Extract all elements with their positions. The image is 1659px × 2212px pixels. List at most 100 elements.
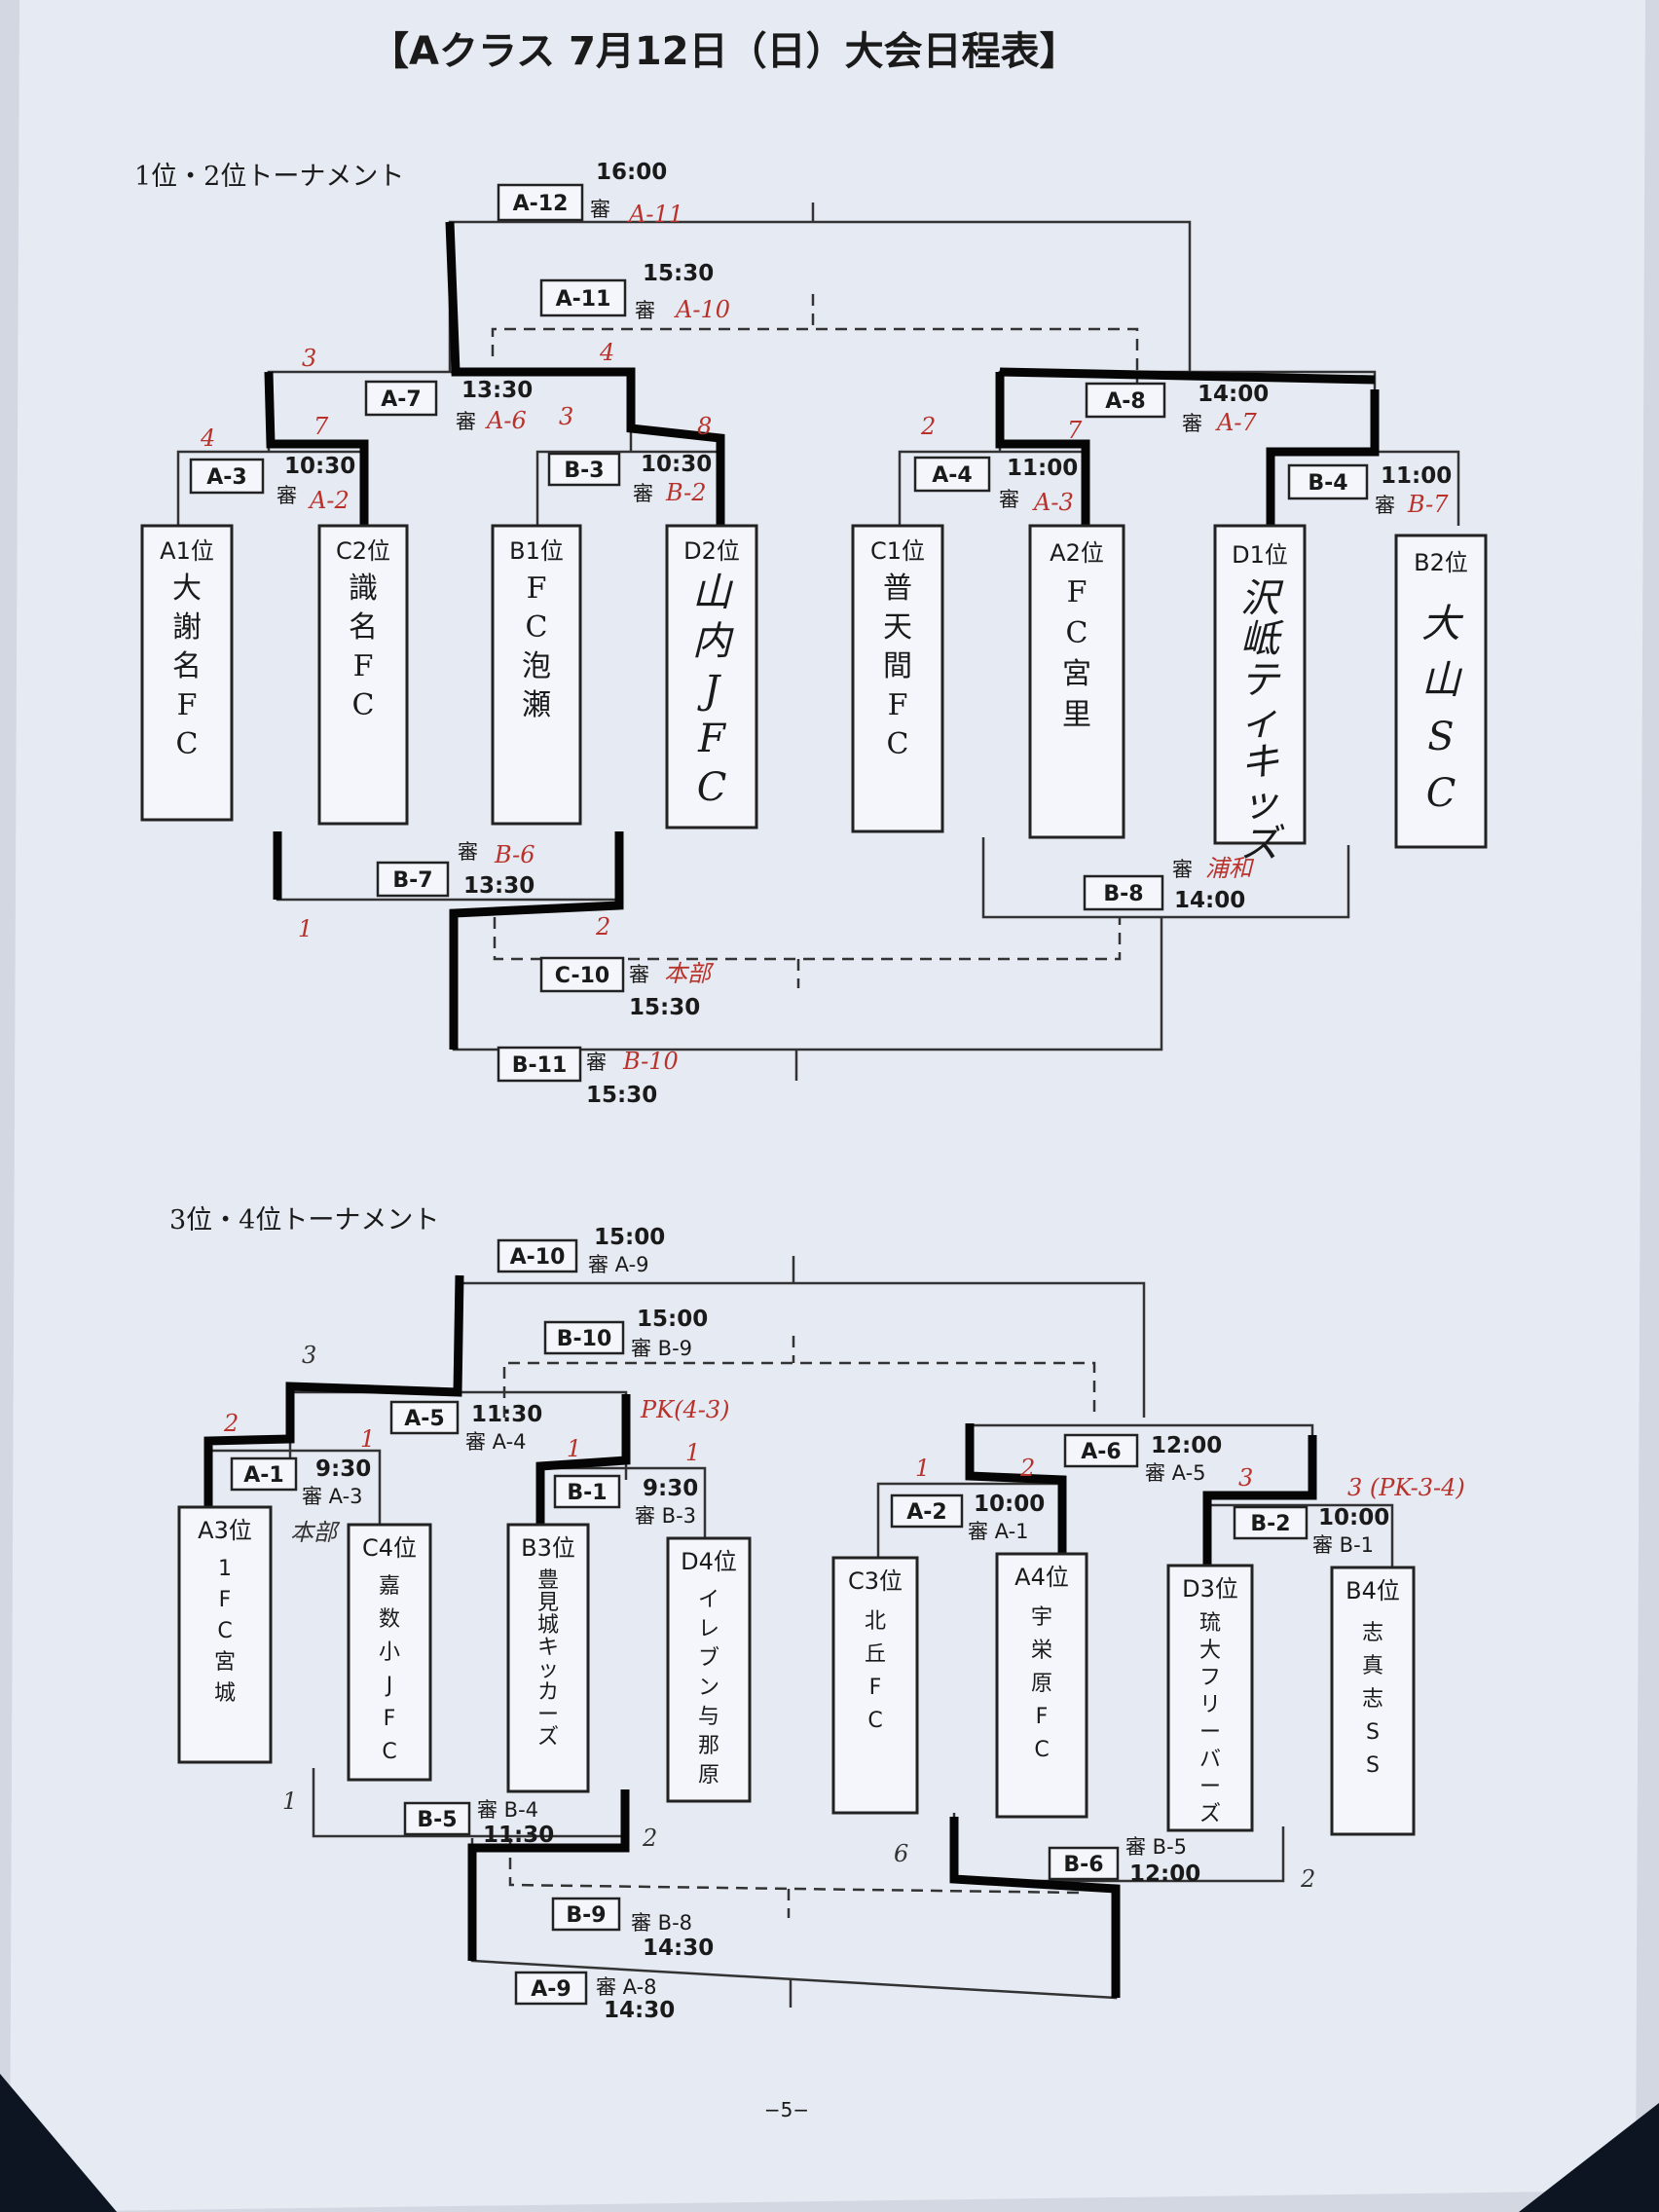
- match-b8: B-8 14:00 審 浦和: [1083, 855, 1255, 913]
- match-time: 11:00: [1381, 463, 1452, 489]
- binder-clip-left: [0, 2074, 117, 2212]
- match-referee-note: A-11: [627, 201, 683, 228]
- winner-path-a: [445, 221, 725, 526]
- match-code: A-8: [1105, 389, 1145, 414]
- match-a2: A-2 10:00 審 A-1: [890, 1492, 1045, 1543]
- match-time: 15:00: [594, 1225, 665, 1250]
- match-time: 10:30: [284, 454, 355, 479]
- match-a1: A-1 9:30 審 A-3: [230, 1456, 371, 1508]
- match-time: 15:00: [637, 1307, 708, 1332]
- team-seed: B3位: [521, 1534, 575, 1562]
- match-time: 9:30: [643, 1476, 698, 1501]
- team-name: 豊見城キッカーズ: [537, 1568, 559, 1750]
- match-labels-t1: A-12 16:00 審 A-11 A-11 15:30 審 A-10 A-7 …: [189, 160, 1452, 1108]
- match-referee: 審 A-1: [968, 1520, 1029, 1543]
- match-referee: 審 A-9: [588, 1253, 649, 1276]
- match-referee-note: A-10: [674, 296, 730, 323]
- match-time: 15:30: [643, 261, 714, 286]
- match-code: A-3: [206, 465, 246, 490]
- tournament-2-label: 3位・4位トーナメント: [169, 1205, 439, 1235]
- match-referee-note: A-6: [485, 407, 527, 434]
- line-b9: [508, 1838, 1081, 1895]
- note-pk-b2: 3 (PK-3-4): [1347, 1474, 1465, 1501]
- match-referee-note: 本部: [664, 960, 715, 987]
- note-b2-left: 3: [1238, 1464, 1253, 1492]
- match-referee: 審 B-4: [477, 1798, 538, 1822]
- team-seed: C1位: [870, 537, 925, 565]
- match-code: A-11: [556, 287, 611, 312]
- match-code: B-9: [566, 1903, 606, 1928]
- match-referee-note: B-7: [1407, 491, 1449, 518]
- score-c2: 7: [313, 413, 329, 440]
- team-seed: D2位: [683, 537, 740, 565]
- match-referee: 審 A-8: [596, 1975, 657, 1999]
- match-referee: 審: [1375, 494, 1395, 517]
- team-name: イレブン与那原: [698, 1588, 719, 1788]
- match-time: 10:00: [974, 1492, 1045, 1517]
- match-referee: 審 B-3: [635, 1504, 696, 1528]
- team-seed: C3位: [848, 1567, 903, 1595]
- match-code: A-7: [381, 387, 421, 412]
- match-code: B-8: [1103, 882, 1143, 906]
- match-b6: B-6 12:00 審 B-5: [1048, 1835, 1200, 1887]
- match-time: 15:30: [629, 995, 700, 1020]
- note-a1-left: 2: [223, 1410, 239, 1437]
- team-seed: B1位: [509, 537, 564, 565]
- match-time: 10:00: [1318, 1505, 1389, 1530]
- team-seed: A2位: [1050, 539, 1104, 567]
- match-b1: B-1 9:30 審 B-3: [553, 1474, 698, 1528]
- match-code: A-2: [906, 1500, 946, 1525]
- note-b6-right: 2: [1300, 1865, 1315, 1893]
- score-b1: 3: [559, 403, 573, 430]
- match-time: 11:30: [471, 1402, 542, 1427]
- match-b7: B-7 13:30 審 B-6: [376, 840, 535, 899]
- match-time: 14:30: [643, 1936, 714, 1961]
- match-code: B-4: [1308, 471, 1347, 496]
- match-time: 16:00: [596, 160, 667, 185]
- line-b10: [502, 1361, 1096, 1418]
- match-time: 10:30: [641, 452, 712, 477]
- match-code: B-1: [567, 1481, 607, 1505]
- note-pk-a5: PK(4-3): [640, 1396, 729, 1423]
- winner-path-d3: [1202, 1435, 1317, 1566]
- match-time: 14:30: [604, 1998, 675, 2023]
- match-code: C-10: [555, 964, 609, 988]
- team-seed: B4位: [1346, 1577, 1400, 1604]
- match-referee: 審 B-5: [1125, 1835, 1187, 1859]
- page-number: −5−: [764, 2098, 809, 2121]
- score-b7-left: 1: [298, 915, 313, 942]
- match-c10: C-10 15:30 審 本部: [539, 956, 715, 1020]
- match-code: A-1: [243, 1463, 283, 1488]
- match-time: 15:30: [586, 1083, 657, 1108]
- winner-path-a3: [203, 1274, 464, 1507]
- paper-sheet: [10, 0, 1645, 2212]
- match-b10: B-10 15:00 審 B-9: [543, 1307, 708, 1360]
- winner-path-b3: [535, 1394, 631, 1525]
- line-b8: [981, 837, 1350, 919]
- match-a7: A-7 13:30 審 A-6: [364, 378, 533, 434]
- team-seed: A1位: [160, 537, 214, 565]
- match-code: B-7: [392, 868, 432, 893]
- match-code: A-6: [1081, 1440, 1121, 1464]
- match-a12: A-12 16:00 審 A-11: [497, 160, 683, 228]
- match-referee: 審: [1172, 858, 1193, 881]
- match-code: B-3: [564, 459, 604, 483]
- match-a11: A-11 15:30 審 A-10: [539, 261, 730, 323]
- note-honbu: 本部: [290, 1519, 341, 1546]
- score-a2: 7: [1067, 417, 1083, 444]
- match-code: A-9: [531, 1977, 571, 2002]
- score-a7-right: 4: [599, 339, 614, 366]
- note-b1-left: 1: [567, 1435, 581, 1462]
